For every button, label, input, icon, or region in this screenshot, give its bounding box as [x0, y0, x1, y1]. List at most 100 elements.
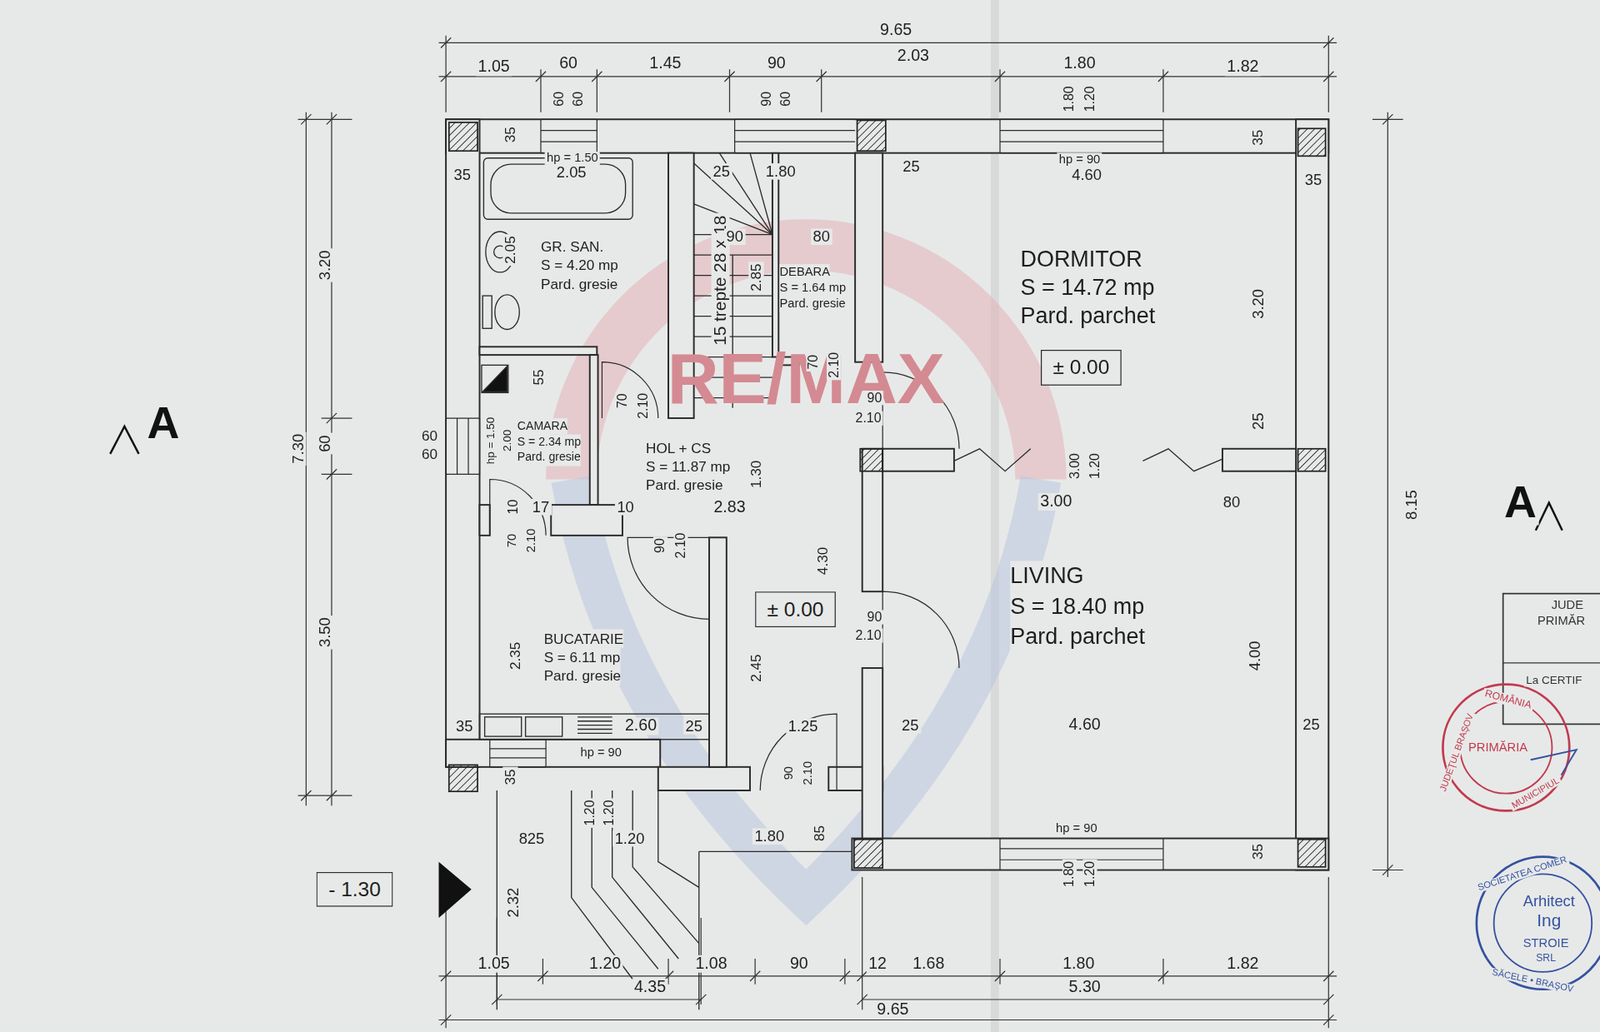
room-name: BUCATARIE — [544, 630, 625, 649]
dimension-label: 1.80 — [1060, 955, 1097, 974]
dimension-label: 35 — [1302, 171, 1324, 188]
wall — [709, 537, 727, 768]
dimension-label: 1.45 — [647, 55, 684, 73]
dimension-label: 1.30 — [748, 458, 764, 490]
watermark-balloon — [571, 245, 1041, 480]
dimension-label: 2.00 — [501, 427, 514, 454]
dimension-label: 85 — [811, 823, 827, 844]
window-opening — [446, 419, 479, 474]
dimension-label: 1.25 — [785, 718, 820, 735]
dimension-label: 60 — [557, 55, 580, 73]
dimension-label: 25 — [710, 163, 732, 180]
dimension-label: 4.35 — [631, 979, 668, 997]
dimension-label: 9.65 — [875, 1001, 911, 1020]
dimension-label: 60 — [420, 446, 440, 462]
fixtures — [480, 153, 1223, 740]
dimension-label: hp = 90 — [1056, 152, 1102, 165]
dimension-label: 90 — [865, 610, 885, 625]
room-info: S = 1.64 mp — [780, 280, 847, 296]
extension-line — [298, 119, 1404, 870]
dimension-label: 1.05 — [475, 59, 512, 77]
room-info: Pard. gresie — [544, 666, 621, 685]
dimension-label: 35 — [502, 125, 518, 145]
room-info: S = 14.72 mp — [1020, 273, 1155, 302]
dimension-label: 1.82 — [1225, 955, 1261, 974]
door-swing — [627, 537, 710, 620]
dimension-label: 2.10 — [673, 530, 688, 561]
dimension-label: 1.80 — [1062, 84, 1077, 115]
dimension-label: 2.10 — [853, 629, 884, 644]
entrance-steps — [496, 790, 852, 1010]
column — [1298, 449, 1326, 472]
dimension-label: 1.20 — [602, 798, 617, 829]
dimension-label: hp = 1.50 — [545, 151, 601, 165]
room-name: HOL + CS — [645, 439, 711, 458]
section-letter: A — [1502, 478, 1540, 526]
column — [854, 840, 883, 869]
wall — [480, 346, 598, 355]
dimension-label: 70 — [505, 531, 519, 550]
level-mark: ± 0.00 — [1052, 355, 1110, 380]
room-info: Pard. parchet — [1010, 621, 1145, 652]
door-swing — [882, 372, 960, 450]
room-label: HOL + CSS = 11.87 mpPard. gresie± 0.00 — [645, 439, 732, 495]
section-marker — [110, 426, 139, 455]
dimension-label: 25 — [900, 717, 921, 734]
stamp-text: JUDE — [1549, 598, 1585, 611]
room-label: BUCATARIES = 6.11 mpPard. gresie — [544, 630, 626, 686]
wall — [862, 668, 883, 839]
dimension-label: 35 — [1250, 127, 1266, 148]
stamp-text: La CERTIF — [1524, 675, 1585, 687]
dimension-tick — [440, 37, 1334, 82]
dimension-label: 90 — [782, 765, 795, 783]
paper-fold — [990, 0, 1000, 1032]
wall — [445, 740, 660, 768]
extension-line — [445, 877, 1329, 1029]
column — [449, 122, 478, 151]
dimension-label: 2.10 — [525, 526, 538, 555]
wall — [658, 767, 750, 791]
room-label: DORMITORS = 14.72 mpPard. parchet± 0.00 — [1020, 245, 1157, 332]
dimension-label: 2.05 — [502, 234, 518, 266]
window-opening — [1000, 120, 1162, 152]
dimension-label: 1.20 — [582, 798, 597, 829]
vent-shaft — [482, 366, 507, 393]
door-swing — [760, 714, 837, 791]
dimension-label: 9.65 — [878, 21, 915, 40]
dimension-label: 3.00 — [1038, 493, 1075, 511]
columns — [449, 120, 1326, 869]
stamp-seal — [1494, 874, 1593, 973]
dimension-label: 2.85 — [748, 261, 764, 294]
walls — [445, 119, 1329, 870]
stamp-box — [1503, 662, 1600, 664]
dimension-label: 60 — [571, 89, 586, 109]
dimension-label: 1.08 — [693, 955, 730, 974]
stair-treads — [694, 153, 773, 409]
column — [857, 120, 886, 151]
dimension-label: 25 — [683, 718, 705, 735]
dimension-label: 80 — [810, 228, 832, 245]
room-name: CAMARA — [517, 418, 568, 435]
room-name: LIVING — [1010, 560, 1084, 591]
dimension-label: 2.35 — [507, 640, 523, 672]
dimension-label: 1.80 — [763, 163, 798, 180]
windows — [445, 119, 1164, 870]
dimension-label: 35 — [502, 767, 518, 788]
room-info: S = 4.20 mp — [540, 256, 619, 275]
dimension-label: 7.30 — [290, 431, 306, 466]
dimension-label: 17 — [530, 499, 551, 515]
column — [449, 765, 478, 792]
dimension-label: 2.60 — [622, 718, 659, 736]
stamp-text: MUNICIPIUL — [1508, 775, 1563, 813]
wall — [668, 153, 695, 419]
window-symbol — [445, 119, 1164, 870]
dimension-label: 4.60 — [1066, 716, 1103, 735]
dimension-label: 90 — [787, 955, 810, 974]
wall — [590, 355, 599, 505]
dimension-label: 5.30 — [1066, 979, 1103, 997]
dimension-label: 35 — [1250, 841, 1266, 862]
dimension-label: 4.30 — [815, 545, 830, 577]
dimension-label: 2.05 — [554, 164, 589, 180]
dimension-label: 2.10 — [853, 411, 884, 426]
bathtub — [490, 164, 626, 214]
